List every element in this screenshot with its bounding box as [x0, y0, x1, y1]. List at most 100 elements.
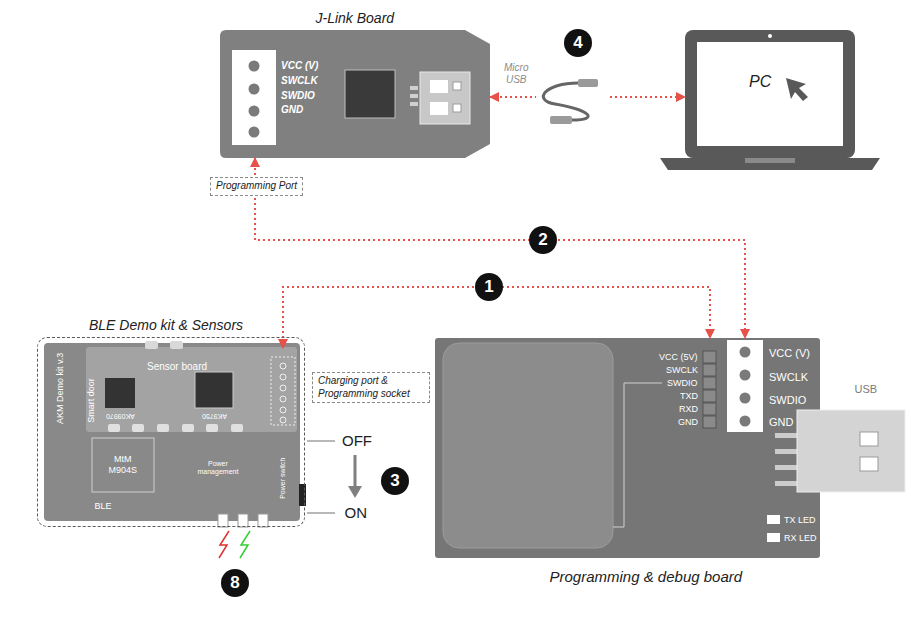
usb-slot [430, 102, 448, 115]
pin-header [727, 340, 763, 432]
laptop-camera [768, 34, 772, 38]
pin-name: RXD [679, 404, 698, 415]
pin-name: SWCLK [666, 365, 698, 376]
usb-tab [775, 481, 797, 486]
socket-pin [280, 417, 286, 423]
chip-name: AK09970 [106, 412, 135, 420]
usb-tab [775, 449, 797, 454]
pin-name: VCC (V) [281, 60, 318, 72]
port-note: Programming Port [210, 177, 303, 196]
usb-slot [453, 82, 461, 90]
pin [249, 61, 260, 72]
socket-pin [280, 363, 286, 369]
chip-name: AK9750 [202, 412, 227, 420]
usb-plug [550, 116, 572, 124]
pad [132, 424, 144, 432]
laptop-notch [745, 158, 795, 163]
debug-board-shape [435, 338, 820, 558]
header-pin [703, 377, 716, 389]
pin [740, 370, 751, 381]
callout-number: 1 [475, 273, 503, 301]
led [258, 514, 268, 527]
sensor-chip [105, 378, 135, 408]
switch-state: OFF [342, 432, 372, 450]
part-name: BLE [95, 501, 112, 512]
pad [410, 102, 418, 106]
pad [206, 424, 218, 432]
node-text: Programming Port [216, 180, 297, 193]
header-pin [703, 364, 716, 376]
pin-name: SWDIO [281, 90, 315, 102]
usb-plug [797, 410, 905, 492]
pin [740, 347, 751, 358]
pin-name: SWDIO [769, 394, 806, 407]
node-text: BLE Demo kit & Sensors [89, 317, 243, 333]
rx-led [767, 533, 780, 542]
module-name: MtM M904S [109, 454, 138, 476]
debug-board: Programming & debug board [435, 338, 820, 558]
pin-name: GND [769, 416, 793, 429]
switch-arrow [354, 455, 357, 488]
pad [410, 94, 418, 98]
pin-name: TXD [680, 391, 698, 402]
laptop-base [660, 158, 880, 170]
led-name: TX LED [784, 515, 816, 526]
pin [740, 393, 751, 404]
tab [170, 341, 183, 349]
pin-name: SWCLK [769, 371, 808, 384]
led-name: RX LED [784, 533, 817, 544]
header-pin [703, 390, 716, 402]
port-name: Micro USB [504, 62, 528, 86]
board-name: Smart door [85, 378, 96, 423]
debug-module [443, 343, 613, 548]
led [238, 514, 248, 527]
usb-plug-hole [860, 432, 878, 446]
led [218, 514, 228, 527]
sensor-board-shape [86, 347, 297, 432]
module-outline [92, 438, 154, 492]
red-bolt [219, 531, 229, 558]
pin [249, 84, 260, 95]
laptop-display [697, 42, 843, 146]
mouse-cursor [786, 78, 808, 101]
green-bolt [240, 531, 250, 558]
pin [249, 106, 260, 117]
dotted-connector [255, 158, 745, 338]
kit-outline: BLE Demo kit & SensorsSensor board [37, 337, 305, 527]
socket-pin [280, 396, 286, 402]
pin-name: GND [678, 417, 698, 428]
switch-state: ON [345, 504, 368, 522]
pin-header [232, 50, 276, 145]
switch-leader [307, 512, 335, 514]
pin-name: SWDIO [667, 378, 698, 389]
header-pin [703, 403, 716, 415]
usb-slot [430, 80, 448, 93]
sensor-chip [195, 372, 233, 408]
header-pin [703, 351, 716, 363]
usb-connector [420, 72, 470, 124]
usb-plug-hole [860, 457, 878, 471]
pin [249, 127, 260, 138]
node-text: Programming & debug board [550, 568, 743, 585]
part-name: Power management [198, 460, 239, 477]
pc-laptop: PC [685, 30, 855, 158]
board-name: AKM Demo kit v.3 [55, 352, 66, 423]
pin-name: VCC (V) [769, 347, 810, 360]
callout-number: 3 [381, 467, 409, 495]
usb-plug [578, 79, 598, 87]
cable-ground [536, 76, 608, 128]
jlink-board: J-Link Board [220, 30, 490, 158]
part-name: Power switch [279, 458, 287, 499]
usb-tab [775, 433, 797, 438]
header-pin [703, 416, 716, 428]
node-text: PC [749, 73, 771, 91]
usb-slot [453, 104, 461, 112]
pin-name: GND [281, 104, 303, 116]
switch-arrowhead [348, 486, 362, 498]
pad [231, 424, 243, 432]
callout-number: 4 [564, 29, 592, 57]
usb-cable [543, 83, 588, 120]
chip [345, 70, 395, 118]
